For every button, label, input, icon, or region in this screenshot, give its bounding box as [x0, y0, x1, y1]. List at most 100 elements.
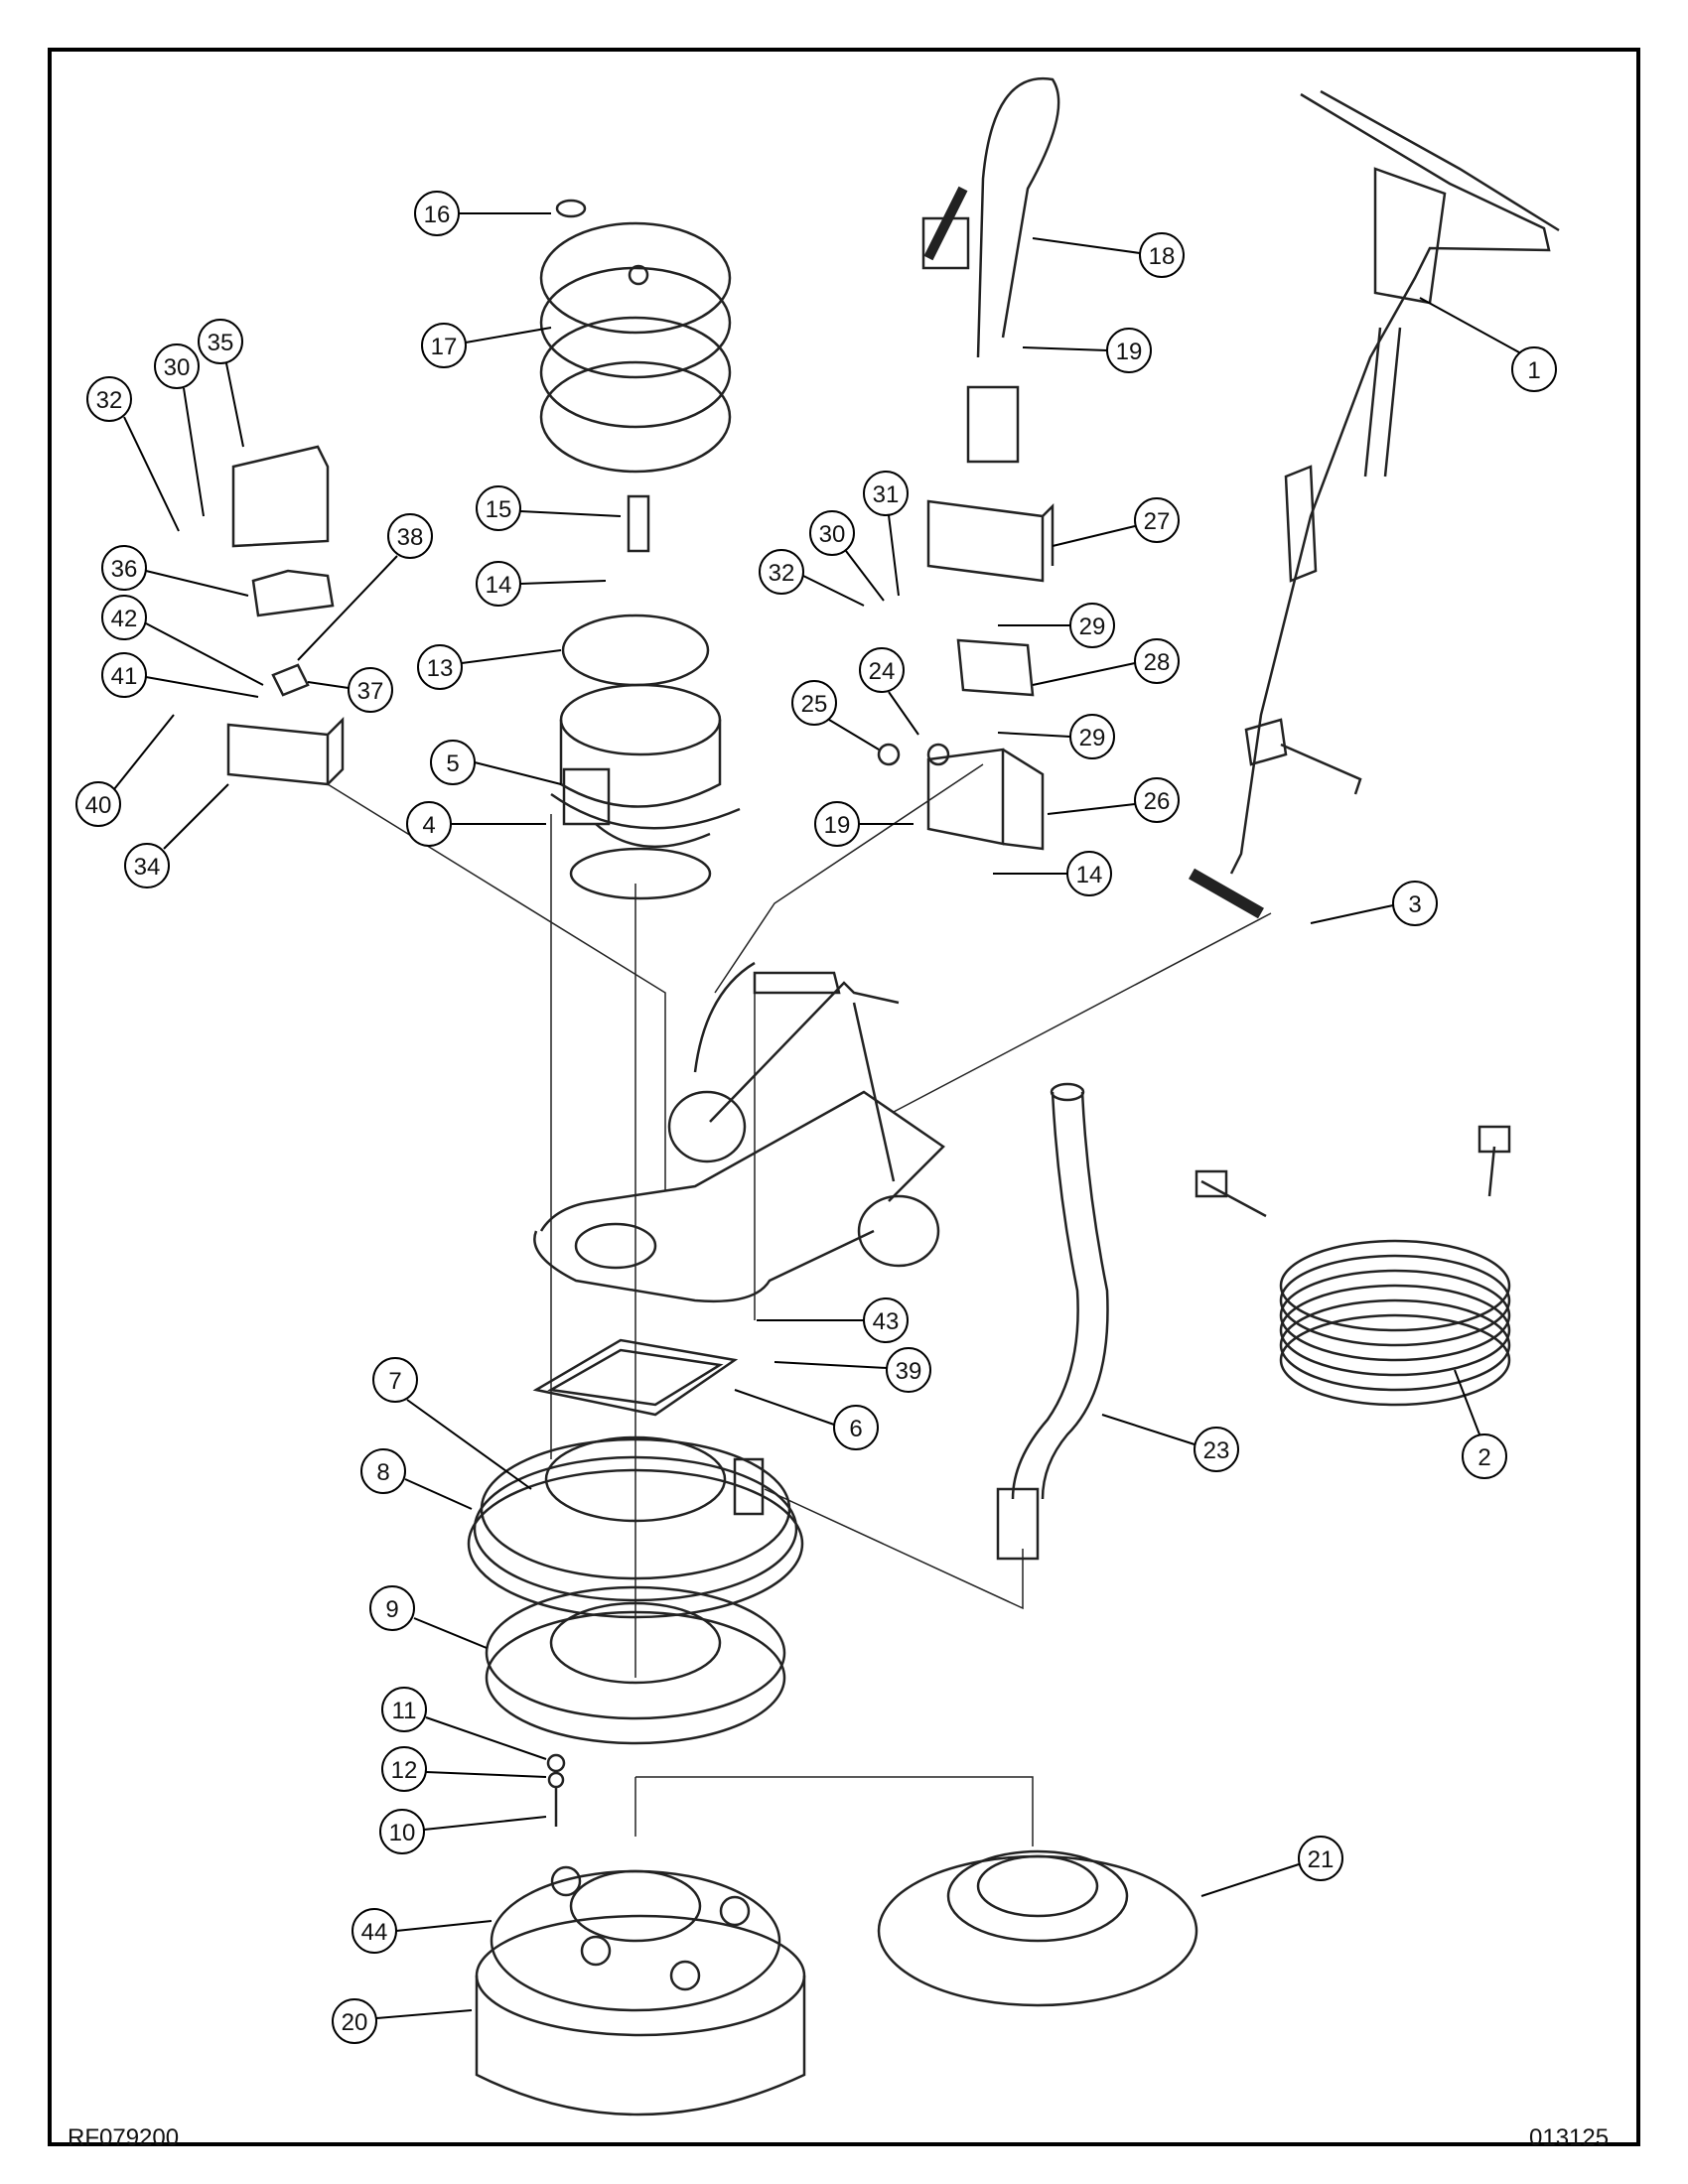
solution-hose-part	[996, 1082, 1109, 1561]
hardware-fasteners	[546, 1753, 566, 1827]
callout-16: 16	[414, 191, 551, 236]
svg-text:5: 5	[446, 751, 459, 777]
callout-35: 35	[198, 319, 244, 448]
revision-code: 013125	[1529, 2124, 1610, 2151]
svg-text:18: 18	[1149, 243, 1176, 270]
callout-4: 4	[406, 801, 546, 847]
svg-text:43: 43	[873, 1308, 900, 1335]
callout-32a: 32	[86, 376, 180, 532]
callout-5: 5	[430, 740, 562, 785]
svg-text:32: 32	[769, 560, 795, 587]
callout-42: 42	[101, 595, 264, 686]
power-cord-part	[1195, 1125, 1511, 1407]
callout-8: 8	[360, 1448, 473, 1510]
svg-text:20: 20	[342, 2009, 368, 2036]
callout-43: 43	[757, 1297, 909, 1343]
callout-21: 21	[1200, 1836, 1343, 1897]
svg-text:15: 15	[486, 496, 512, 523]
svg-text:21: 21	[1308, 1846, 1335, 1873]
svg-text:26: 26	[1144, 788, 1171, 815]
callout-6: 6	[734, 1389, 879, 1450]
svg-text:35: 35	[208, 330, 234, 356]
chassis-frame-part	[533, 961, 945, 1303]
motor-top-plate-part	[561, 614, 710, 687]
svg-text:13: 13	[427, 655, 454, 682]
callout-37: 37	[307, 667, 393, 713]
svg-text:31: 31	[873, 481, 900, 508]
svg-text:12: 12	[391, 1757, 418, 1784]
svg-text:32: 32	[96, 387, 123, 414]
callout-14a: 14	[476, 561, 607, 607]
ring-part	[532, 1338, 739, 1417]
callout-13: 13	[417, 644, 562, 690]
svg-text:41: 41	[111, 663, 138, 690]
callout-19a: 19	[1022, 328, 1152, 373]
svg-text:16: 16	[424, 202, 451, 228]
svg-text:36: 36	[111, 556, 138, 583]
svg-text:14: 14	[1076, 862, 1103, 888]
callout-9: 9	[369, 1585, 488, 1649]
drawing-number: RF079200	[68, 2124, 180, 2151]
svg-text:29: 29	[1079, 725, 1106, 751]
callout-2: 2	[1454, 1369, 1507, 1479]
pad-driver-part	[490, 1865, 781, 2012]
callout-12: 12	[381, 1746, 547, 1792]
svg-text:14: 14	[486, 572, 512, 599]
callout-32b: 32	[759, 549, 865, 607]
callout-36: 36	[101, 545, 249, 597]
callout-24: 24	[859, 647, 919, 736]
callout-26: 26	[1047, 777, 1180, 823]
motor-part	[550, 683, 741, 900]
svg-text:42: 42	[111, 606, 138, 632]
callout-18: 18	[1032, 232, 1185, 278]
svg-text:27: 27	[1144, 508, 1171, 535]
svg-text:38: 38	[397, 524, 424, 551]
callout-14b: 14	[993, 851, 1112, 896]
right-switch-assembly	[877, 499, 1055, 851]
callout-40: 40	[75, 714, 175, 827]
svg-text:19: 19	[824, 812, 851, 839]
callout-29a: 29	[998, 603, 1115, 648]
svg-text:2: 2	[1477, 1444, 1490, 1471]
callout-34: 34	[124, 783, 229, 888]
svg-text:29: 29	[1079, 614, 1106, 640]
svg-text:30: 30	[819, 521, 846, 548]
svg-text:9: 9	[385, 1596, 398, 1623]
callout-3: 3	[1310, 881, 1438, 926]
callout-17: 17	[421, 323, 552, 368]
svg-text:17: 17	[431, 334, 458, 360]
callout-1: 1	[1419, 297, 1557, 392]
drawing-border	[48, 48, 1640, 2146]
pad-holder-part	[475, 1914, 806, 2116]
svg-text:8: 8	[376, 1459, 389, 1486]
left-switch-assembly	[226, 445, 345, 786]
svg-text:44: 44	[361, 1919, 388, 1946]
callout-27: 27	[1052, 497, 1180, 547]
spacer-shaft-part	[627, 494, 650, 553]
callout-11: 11	[381, 1687, 547, 1760]
callout-39: 39	[774, 1347, 931, 1393]
svg-text:1: 1	[1527, 357, 1540, 384]
svg-text:10: 10	[389, 1820, 416, 1846]
svg-text:19: 19	[1116, 339, 1143, 365]
svg-text:4: 4	[422, 812, 435, 839]
svg-text:11: 11	[392, 1698, 417, 1724]
svg-text:3: 3	[1408, 891, 1421, 918]
svg-text:6: 6	[849, 1416, 862, 1442]
leader-lines	[327, 763, 1272, 1846]
svg-text:37: 37	[357, 678, 384, 705]
brush-part	[877, 1849, 1198, 2007]
svg-text:24: 24	[869, 658, 896, 685]
svg-text:39: 39	[896, 1358, 922, 1385]
callout-38: 38	[297, 513, 433, 661]
callout-30a: 30	[154, 343, 205, 517]
callout-30b: 30	[809, 510, 885, 602]
svg-text:28: 28	[1144, 649, 1171, 676]
part-illustrations	[226, 76, 1560, 2116]
callouts: 1 2 3 4 5 6 7 8	[75, 191, 1557, 2044]
callout-25: 25	[791, 680, 880, 751]
svg-text:30: 30	[164, 354, 191, 381]
callout-19b: 19	[814, 801, 914, 847]
callout-7: 7	[372, 1357, 532, 1490]
